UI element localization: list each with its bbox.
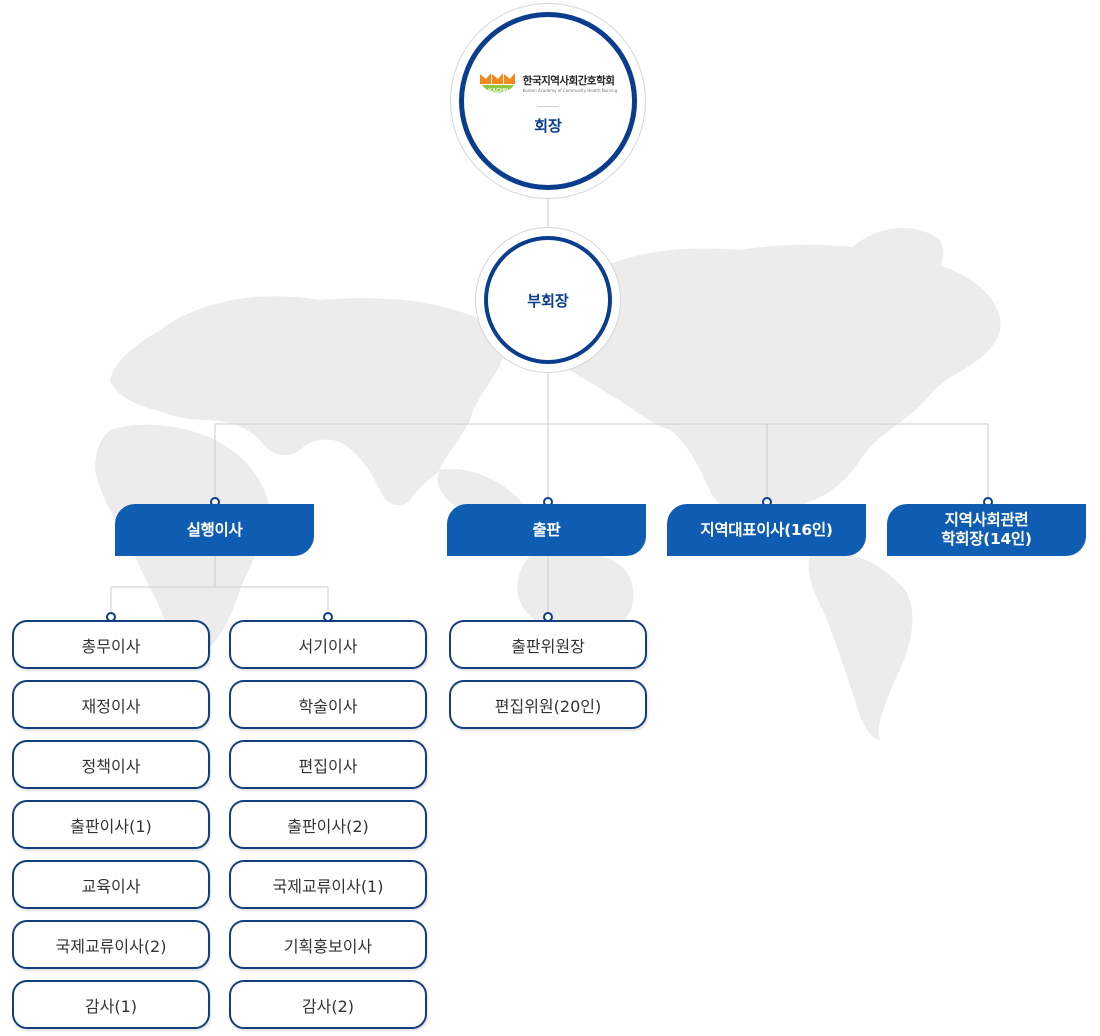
division-societies[interactable]: 지역사회관련 학회장(14인) bbox=[887, 504, 1086, 556]
member-box[interactable]: 국제교류이사(1) bbox=[229, 860, 427, 909]
member-box[interactable]: 교육이사 bbox=[12, 860, 210, 909]
member-box[interactable]: 총무이사 bbox=[12, 620, 210, 669]
division-publication[interactable]: 출판 bbox=[447, 504, 646, 556]
division-regional[interactable]: 지역대표이사(16인) bbox=[667, 504, 866, 556]
member-box[interactable]: 감사(1) bbox=[12, 980, 210, 1029]
vice-president-label: 부회장 bbox=[527, 291, 569, 310]
vice-president-circle-inner: 부회장 bbox=[484, 236, 612, 364]
division-regional-label: 지역대표이사(16인) bbox=[700, 520, 833, 539]
division-executive[interactable]: 실행이사 bbox=[115, 504, 314, 556]
division-executive-label: 실행이사 bbox=[186, 520, 243, 539]
division-societies-label: 지역사회관련 학회장(14인) bbox=[941, 511, 1032, 548]
vice-president-circle: 부회장 bbox=[475, 227, 621, 373]
map-eurasia bbox=[110, 296, 504, 506]
member-box[interactable]: 출판위원장 bbox=[449, 620, 647, 669]
member-box[interactable]: 재정이사 bbox=[12, 680, 210, 729]
member-box[interactable]: 출판이사(1) bbox=[12, 800, 210, 849]
president-label: 회장 bbox=[534, 117, 562, 135]
member-box[interactable]: 정책이사 bbox=[12, 740, 210, 789]
map-north-america bbox=[547, 244, 1001, 540]
member-box[interactable]: 학술이사 bbox=[229, 680, 427, 729]
division-publication-label: 출판 bbox=[532, 520, 561, 539]
map-south-america bbox=[808, 551, 913, 740]
member-box[interactable]: 국제교류이사(2) bbox=[12, 920, 210, 969]
president-circle-inner: KACHN 한국지역사회간호학회 Korean Academy of Commu… bbox=[459, 12, 637, 190]
logo-english-name: Korean Academy of Community Health Nursi… bbox=[522, 88, 618, 93]
logo-divider bbox=[537, 106, 559, 107]
map-greenland bbox=[845, 228, 944, 294]
member-box[interactable]: 편집이사 bbox=[229, 740, 427, 789]
svg-text:KACHN: KACHN bbox=[488, 88, 508, 94]
member-box[interactable]: 기획홍보이사 bbox=[229, 920, 427, 969]
president-circle: KACHN 한국지역사회간호학회 Korean Academy of Commu… bbox=[450, 3, 646, 199]
member-box[interactable]: 감사(2) bbox=[229, 980, 427, 1029]
member-box[interactable]: 출판이사(2) bbox=[229, 800, 427, 849]
kachn-logo-icon: KACHN bbox=[479, 73, 515, 94]
society-logo: KACHN 한국지역사회간호학회 Korean Academy of Commu… bbox=[479, 70, 617, 96]
logo-korean-name: 한국지역사회간호학회 bbox=[522, 75, 615, 87]
member-box[interactable]: 서기이사 bbox=[229, 620, 427, 669]
member-box[interactable]: 편집위원(20인) bbox=[449, 680, 647, 729]
